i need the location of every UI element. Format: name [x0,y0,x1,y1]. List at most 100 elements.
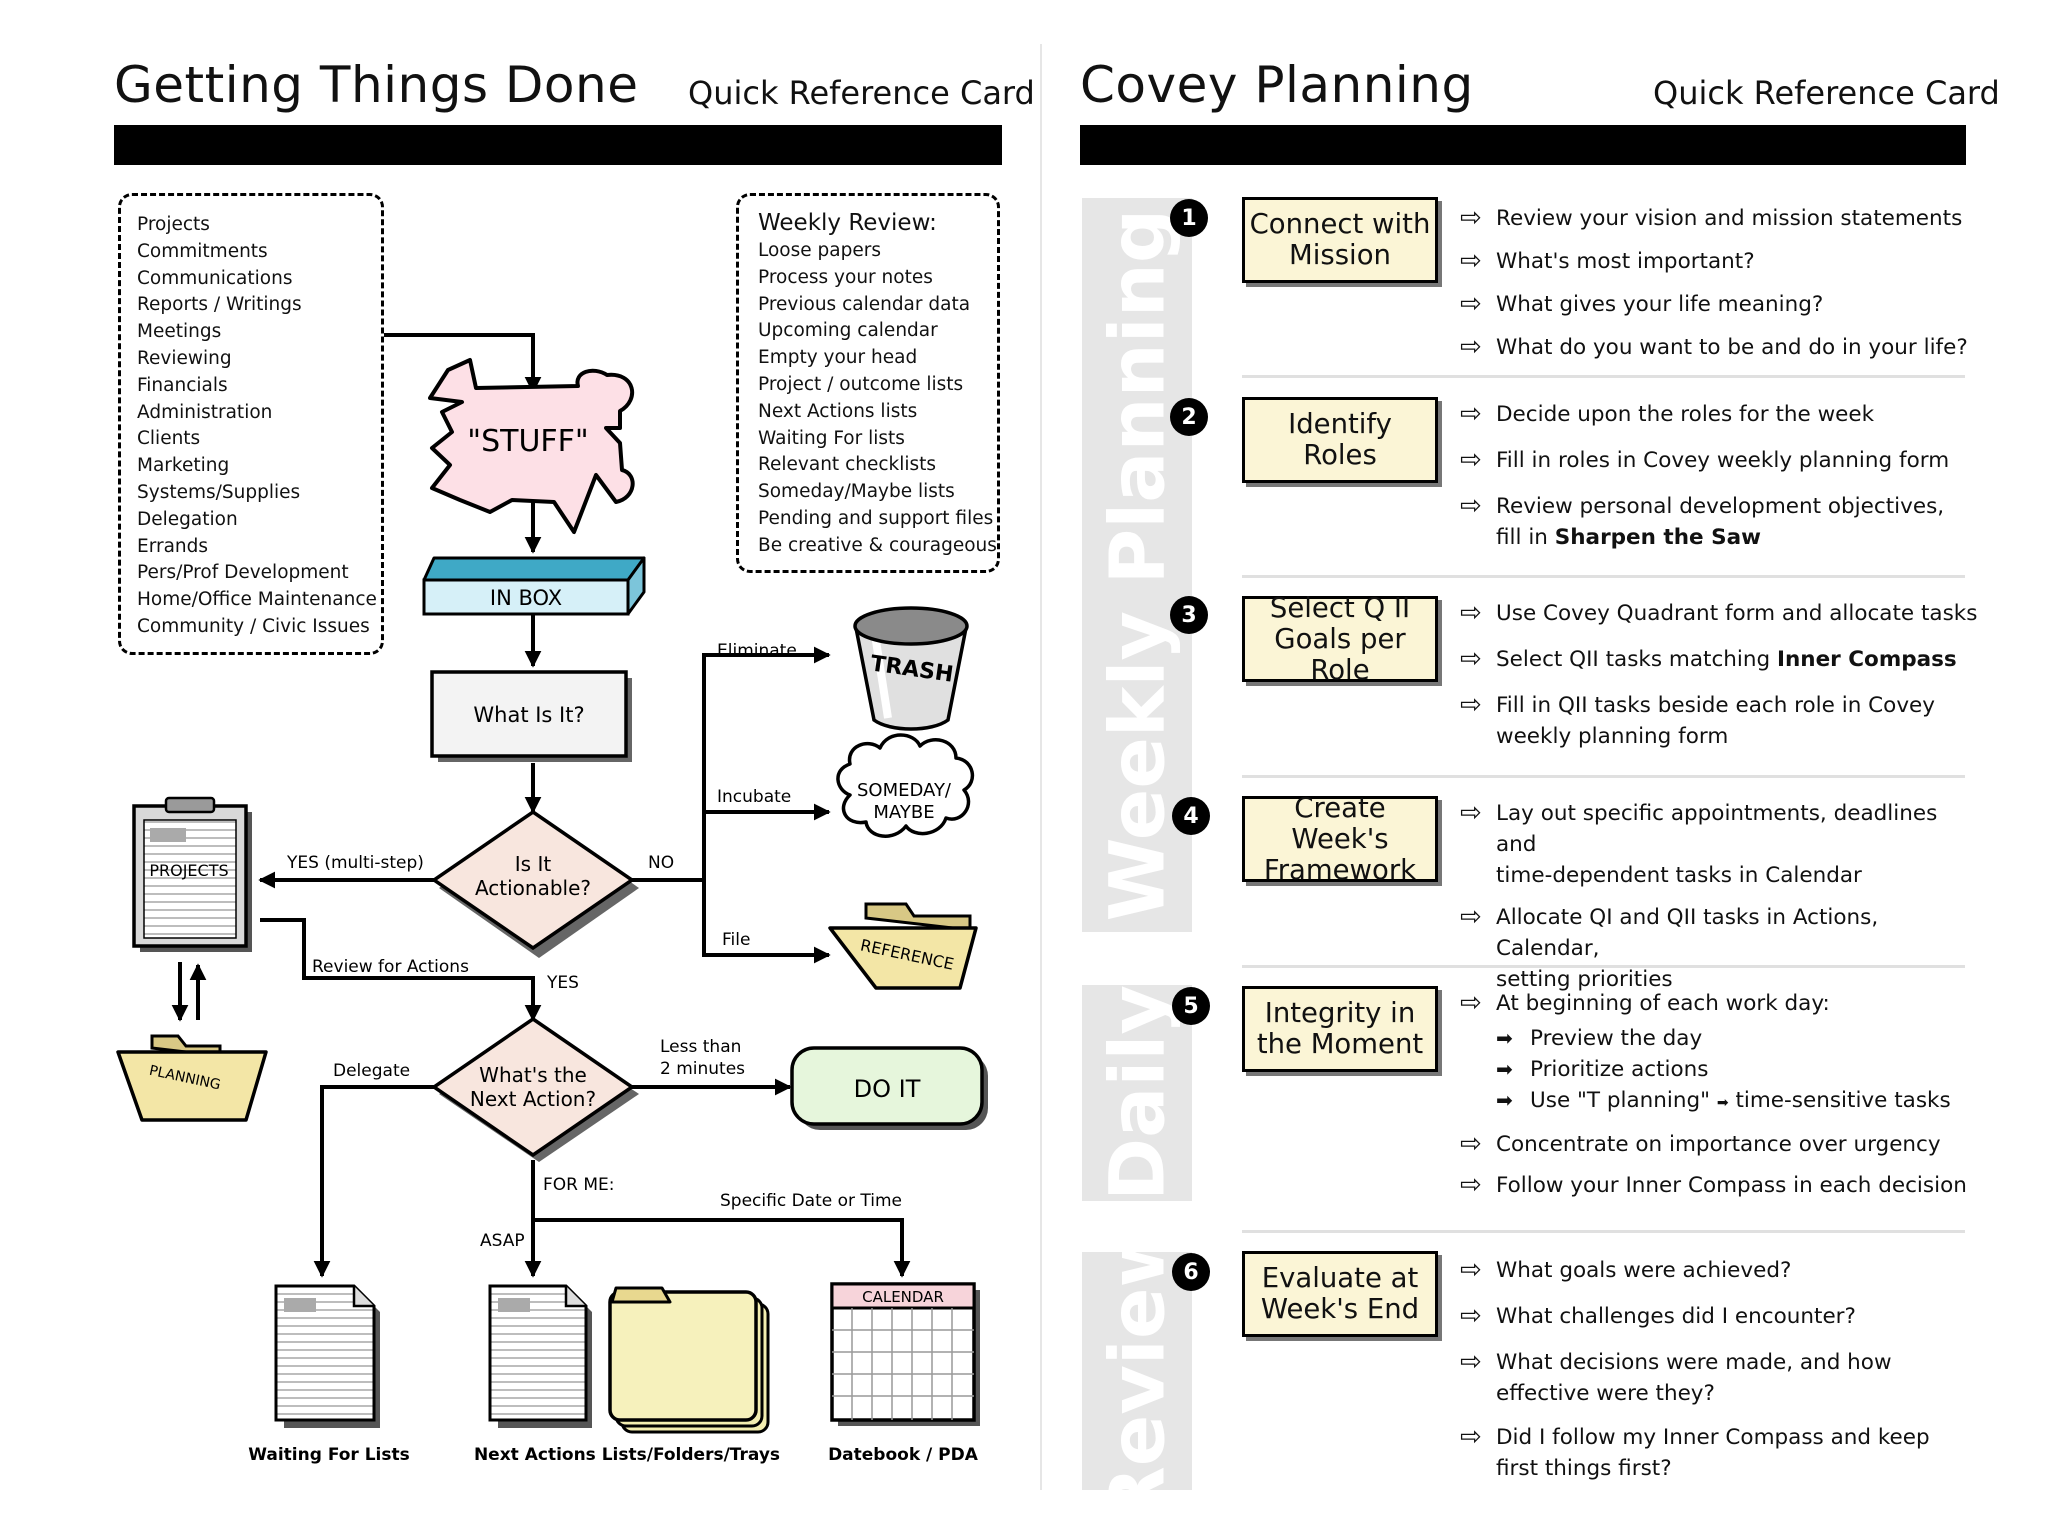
covey-title: Covey Planning [1080,56,1474,114]
sub-bullet-item: ➡Use "T planning" ➡ time-sensitive tasks [1460,1085,1980,1119]
what-is-it-box [430,670,628,758]
bullet-item: ⇨Allocate QI and QII tasks in Actions, C… [1460,902,1879,992]
list-item: Next Actions lists [758,400,918,422]
someday-maybe-cloud-icon: SOMEDAY/ MAYBE [836,733,975,838]
step-label: Week's End [1260,1293,1420,1325]
step-label: Framework [1263,853,1417,886]
step-separator [1242,775,1965,778]
list-item: Delegation [137,508,238,530]
hollow-right-arrow-icon: ⇨ [1460,399,1482,429]
waiting-for-label: Waiting For Lists [248,1445,410,1465]
list-item: Relevant checklists [758,454,937,476]
step-label: Select Q II [1269,591,1411,624]
step-number-badge: 1 [1170,199,1208,237]
what-is-it-label: What Is It? [473,703,584,727]
review-label: Review [1092,1252,1182,1490]
actionable-label-1: Is It [515,852,552,876]
step-1-bullets: ⇨Review your vision and mission statemen… [1460,203,1980,363]
step-4-bullets: ⇨Lay out specific appointments, deadline… [1460,798,1980,995]
list-item: Meetings [137,321,222,343]
bullet-item: ⇨Review your vision and mission statemen… [1460,203,1963,233]
specific-date-label: Specific Date or Time [720,1191,902,1211]
bullet-item: ⇨What's most important? [1460,246,1755,276]
reference-folder-icon: REFERENCE [828,902,978,990]
less-than-label-1: Less than [660,1037,741,1057]
list-item: Pers/Prof Development [137,562,349,584]
daily-label: Daily [1092,985,1182,1201]
do-it-label: DO IT [854,1075,921,1103]
inbox-label: IN BOX [490,586,562,610]
list-item: Communications [137,267,293,289]
bullet-item: ⇨Use Covey Quadrant form and allocate ta… [1460,598,1978,628]
next-action-label-1: What's the [479,1063,587,1087]
weekly-planning-label: Weekly Planning [1092,208,1182,922]
daily-sidebar: Daily [1082,985,1192,1201]
bullet-item: ⇨Fill in QII tasks beside each role in C… [1460,690,1935,749]
filled-right-arrow-icon: ➡ [1496,1057,1513,1081]
sub-bullet-item: ➡Preview the day [1460,1023,1980,1054]
bullet-item: ⇨Decide upon the roles for the week [1460,399,1875,429]
step-label: the Moment [1256,1028,1424,1060]
review-for-actions-label: Review for Actions [312,957,469,977]
sub-bullet-item: ➡Prioritize actions [1460,1054,1980,1085]
trash-icon: TRASH [853,606,969,731]
eliminate-label: Eliminate [717,641,797,661]
next-actions-folders-icon [608,1286,770,1434]
hollow-right-arrow-icon: ⇨ [1460,1422,1482,1452]
center-divider [1040,44,1042,1490]
hollow-right-arrow-icon: ⇨ [1460,1301,1482,1331]
hollow-right-arrow-icon: ⇨ [1460,1170,1482,1200]
stuff-sources-box: Projects Commitments Communications Repo… [118,193,384,655]
hollow-right-arrow-icon: ⇨ [1460,798,1482,828]
step-6-bullets: ⇨What goals were achieved? ⇨What challen… [1460,1255,1980,1484]
hollow-right-arrow-icon: ⇨ [1460,289,1482,319]
gtd-flowchart: "STUFF" IN BOX What Is It? Is It Actiona… [116,333,988,1465]
bullet-item: ⇨What goals were achieved? [1460,1255,1792,1285]
actionable-label-2: Actionable? [475,876,591,900]
asap-label: ASAP [480,1231,525,1251]
stuff-starburst [428,358,635,534]
bullet-item: ⇨Follow your Inner Compass in each decis… [1460,1170,1967,1200]
gtd-subtitle: Quick Reference Card [688,74,1035,112]
less-than-label-2: 2 minutes [660,1059,745,1079]
step-3-bullets: ⇨Use Covey Quadrant form and allocate ta… [1460,598,1980,752]
review-sidebar: Review [1082,1252,1192,1490]
bullet-item: ⇨What challenges did I encounter? [1460,1301,1856,1331]
hollow-right-arrow-icon: ⇨ [1460,902,1482,932]
step-separator [1242,965,1965,968]
list-item: Clients [137,428,201,450]
bullet-item: ⇨Fill in roles in Covey weekly planning … [1460,445,1950,475]
inbox-tray: IN BOX [422,556,646,616]
bullet-item: ⇨What gives your life meaning? [1460,289,1824,319]
step-number-badge: 2 [1170,398,1208,436]
hollow-right-arrow-icon: ⇨ [1460,988,1482,1018]
weekly-review-title: Weekly Review: [758,210,937,236]
step-number-badge: 5 [1172,987,1210,1025]
bullet-item: ⇨What do you want to be and do in your l… [1460,332,1968,362]
delegate-label: Delegate [333,1061,410,1081]
weekly-review-box: Weekly Review: Loose papers Process your… [736,193,1000,573]
list-item: Project / outcome lists [758,373,964,395]
list-item: Pending and support files [758,507,994,529]
yes-label: YES [546,973,579,993]
list-item: Home/Office Maintenance [137,589,377,611]
hollow-right-arrow-icon: ⇨ [1460,598,1482,628]
filled-right-arrow-icon: ➡ [1496,1088,1513,1112]
step-label: Mission [1289,239,1391,271]
hollow-right-arrow-icon: ⇨ [1460,491,1482,521]
list-item: Reviewing [137,347,232,369]
waiting-for-document-icon [274,1284,380,1428]
hollow-right-arrow-icon: ⇨ [1460,332,1482,362]
do-it-box [790,1046,984,1126]
step-number-badge: 4 [1172,797,1210,835]
gtd-header-bar [114,125,1002,165]
list-item: Reports / Writings [137,294,302,316]
step-label: Evaluate at [1261,1262,1419,1294]
flow-connectors [171,333,911,1278]
step-label: Roles [1303,439,1377,471]
list-item: Process your notes [758,266,933,288]
